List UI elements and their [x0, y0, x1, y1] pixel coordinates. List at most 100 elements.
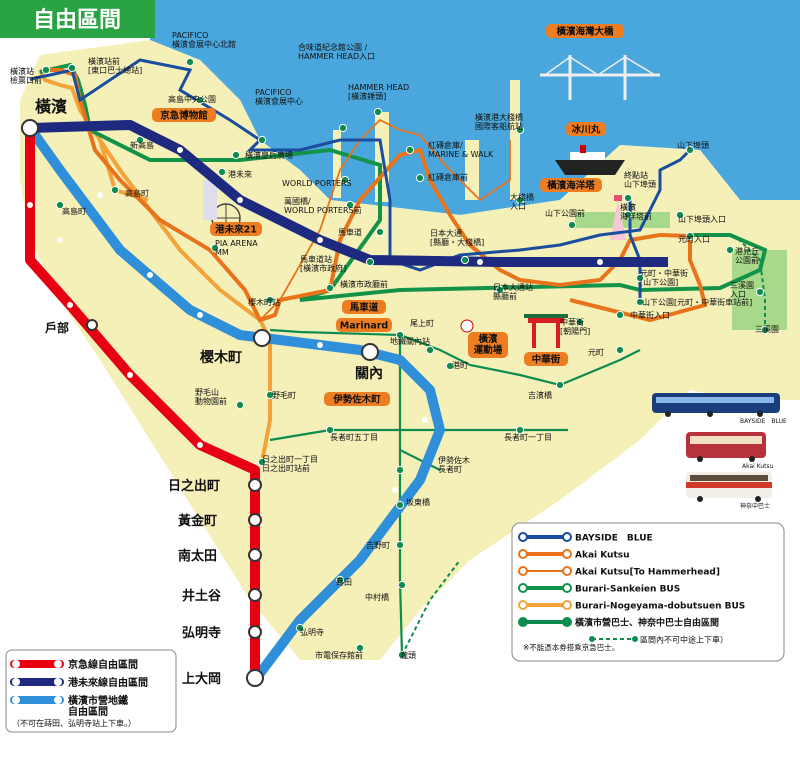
route-akai-kutsu-bus [46, 68, 708, 323]
station-marker-sakuragicho[interactable] [253, 329, 271, 347]
stop-marker-nogeyama_zoo[interactable] [235, 400, 245, 410]
stop-marker-yoshihamacho[interactable] [555, 380, 565, 390]
stop-marker-hammerhead[interactable] [373, 107, 383, 117]
station-label-kamiooka: 上大岡 [182, 671, 221, 687]
stop-marker-densha_museum[interactable] [355, 643, 365, 653]
stop-marker-basha_michi_st[interactable] [365, 257, 375, 267]
sea [150, 0, 800, 215]
stadium-icon [460, 319, 474, 333]
stop-marker-motomachi_ent[interactable] [685, 231, 695, 241]
stop-marker-shintakashima[interactable] [135, 135, 145, 145]
station-marker-kamiooka[interactable] [246, 669, 264, 687]
stop-marker-nogeyama[interactable] [265, 390, 275, 400]
stop-marker-yamashita_koen[interactable] [567, 220, 577, 230]
line-node [317, 342, 323, 348]
stop-marker-sakuragicho_st[interactable] [265, 295, 275, 305]
stop-marker-chukagai[interactable] [575, 317, 585, 327]
stop-marker-world_porters[interactable] [340, 175, 350, 185]
bus-legend-note: ※不能憑本券搭乘京急巴士。 [523, 642, 619, 652]
stop-marker-nihon_odori_st[interactable] [495, 285, 505, 295]
stop-label-yamashita_futo_end: 終點站山下埠頭 [624, 170, 656, 189]
stop-marker-takashimacho[interactable] [55, 200, 65, 210]
badge-chinatown: 中華街 [532, 354, 561, 366]
station-label-tobe: 戶部 [45, 320, 69, 335]
stop-marker-hammerhead_park[interactable] [338, 123, 348, 133]
stop-marker-osanbashi_ent[interactable] [515, 195, 525, 205]
stop-marker-yamashita_koen2[interactable] [635, 297, 645, 307]
stop-marker-takigashira[interactable] [397, 650, 407, 660]
stop-marker-motomachi_chukagai[interactable] [635, 273, 645, 283]
station-marker-koganecho[interactable] [248, 513, 262, 527]
stop-marker-honmoku_ent[interactable] [755, 287, 765, 297]
stop-marker-hinodecho1[interactable] [257, 457, 267, 467]
stop-marker-nihon_odori[interactable] [460, 255, 470, 265]
route-city-bus-dashed [401, 235, 766, 656]
stop-marker-yoshinocho[interactable] [395, 540, 405, 550]
stop-label-shintakashima: 新高島 [130, 140, 154, 150]
stop-marker-motomachi[interactable] [615, 345, 625, 355]
bus-legend-item: Akai Kutsu [518, 549, 630, 561]
line-node [27, 202, 33, 208]
legend-swatch-dot [54, 696, 62, 704]
stop-marker-red_brick_mae[interactable] [415, 173, 425, 183]
stop-marker-nakamura[interactable] [397, 580, 407, 590]
legend-swatch-dot [518, 532, 528, 542]
station-marker-gumyoji[interactable] [248, 625, 262, 639]
legend-swatch-dot [562, 566, 572, 576]
stop-marker-bando[interactable] [395, 500, 405, 510]
stop-marker-osanbashi[interactable] [515, 125, 525, 135]
legend-swatch-dot [54, 660, 62, 668]
stop-marker-basha_michi[interactable] [375, 227, 385, 237]
stop-marker-gumyoji_stop[interactable] [295, 623, 305, 633]
stop-marker-kannai_office[interactable] [325, 283, 335, 293]
station-marker-hinodecho[interactable] [248, 478, 262, 492]
stop-marker-world_porters_mae[interactable] [345, 200, 355, 210]
stop-marker-pacifico[interactable] [257, 135, 267, 145]
stop-marker-minato_mieru[interactable] [725, 245, 735, 255]
stop-marker-red_brick[interactable] [405, 145, 415, 155]
stop-marker-yokohama_west[interactable] [41, 65, 51, 75]
stop-label-basha_michi_st: 馬車道站[橫濱市政府] [300, 254, 346, 273]
badge-bashamichi-bg [342, 300, 386, 314]
station-marker-yokohama[interactable] [21, 119, 39, 137]
stop-label-yokohama_marine_tower: 橫濱海洋塔前 [620, 202, 652, 221]
stop-marker-sankeien[interactable] [760, 325, 770, 335]
station-marker-idogaya[interactable] [248, 588, 262, 602]
stop-marker-takashimacho2[interactable] [110, 185, 120, 195]
station-marker-kannai[interactable] [361, 343, 379, 361]
station-marker-minamiota[interactable] [248, 548, 262, 562]
stop-label-chukagai: 中華街[朝陽門] [560, 317, 590, 336]
stop-marker-kogu_hiroba[interactable] [231, 150, 241, 160]
stop-marker-pacifico_north[interactable] [185, 57, 195, 67]
stop-marker-pia_arena[interactable] [210, 243, 220, 253]
stop-marker-yokohama_marine_tower[interactable] [623, 210, 633, 220]
legend-swatch-dot [518, 583, 528, 593]
stop-marker-nagaja1[interactable] [515, 425, 525, 435]
legend-swatch-dot [518, 549, 528, 559]
stop-marker-isezaki_nagaja[interactable] [395, 465, 405, 475]
station-marker-tobe[interactable] [86, 319, 98, 331]
stop-marker-yamashita_futo[interactable] [685, 145, 695, 155]
stop-marker-minatomirai[interactable] [217, 167, 227, 177]
stop-marker-takashima_koen[interactable] [195, 95, 205, 105]
stop-label-osanbashi_ent: 大棧橋入口 [510, 192, 534, 211]
legend-label: 港未來線自由區間 [68, 676, 148, 689]
bus-name-akai: Akai Kutsu [742, 463, 774, 470]
stop-marker-nagaja5[interactable] [325, 425, 335, 435]
stop-marker-chukagai_ent[interactable] [615, 310, 625, 320]
stop-marker-maita[interactable] [335, 575, 345, 585]
station-label-koganecho: 黃金町 [177, 513, 217, 529]
station-label-minamiota: 南太田 [178, 548, 217, 564]
line-node [147, 272, 153, 278]
stop-marker-onoecho[interactable] [395, 330, 405, 340]
stop-marker-yamashita_futo_end[interactable] [623, 193, 633, 203]
stop-marker-yokohama_east[interactable] [67, 63, 77, 73]
stop-label-takashima_koen: 高島中央公園 [168, 94, 216, 104]
stop-marker-yamashita_futo_ent[interactable] [675, 210, 685, 220]
stop-label-minato_mieru: 港見丘公園前 [735, 246, 759, 265]
stop-marker-chikatetsu_kannai[interactable] [425, 345, 435, 355]
stop-marker-minatocho[interactable] [445, 361, 455, 371]
badge-chinatown-bg [524, 352, 568, 366]
badge-bashamichi: 馬車道 [349, 302, 379, 314]
